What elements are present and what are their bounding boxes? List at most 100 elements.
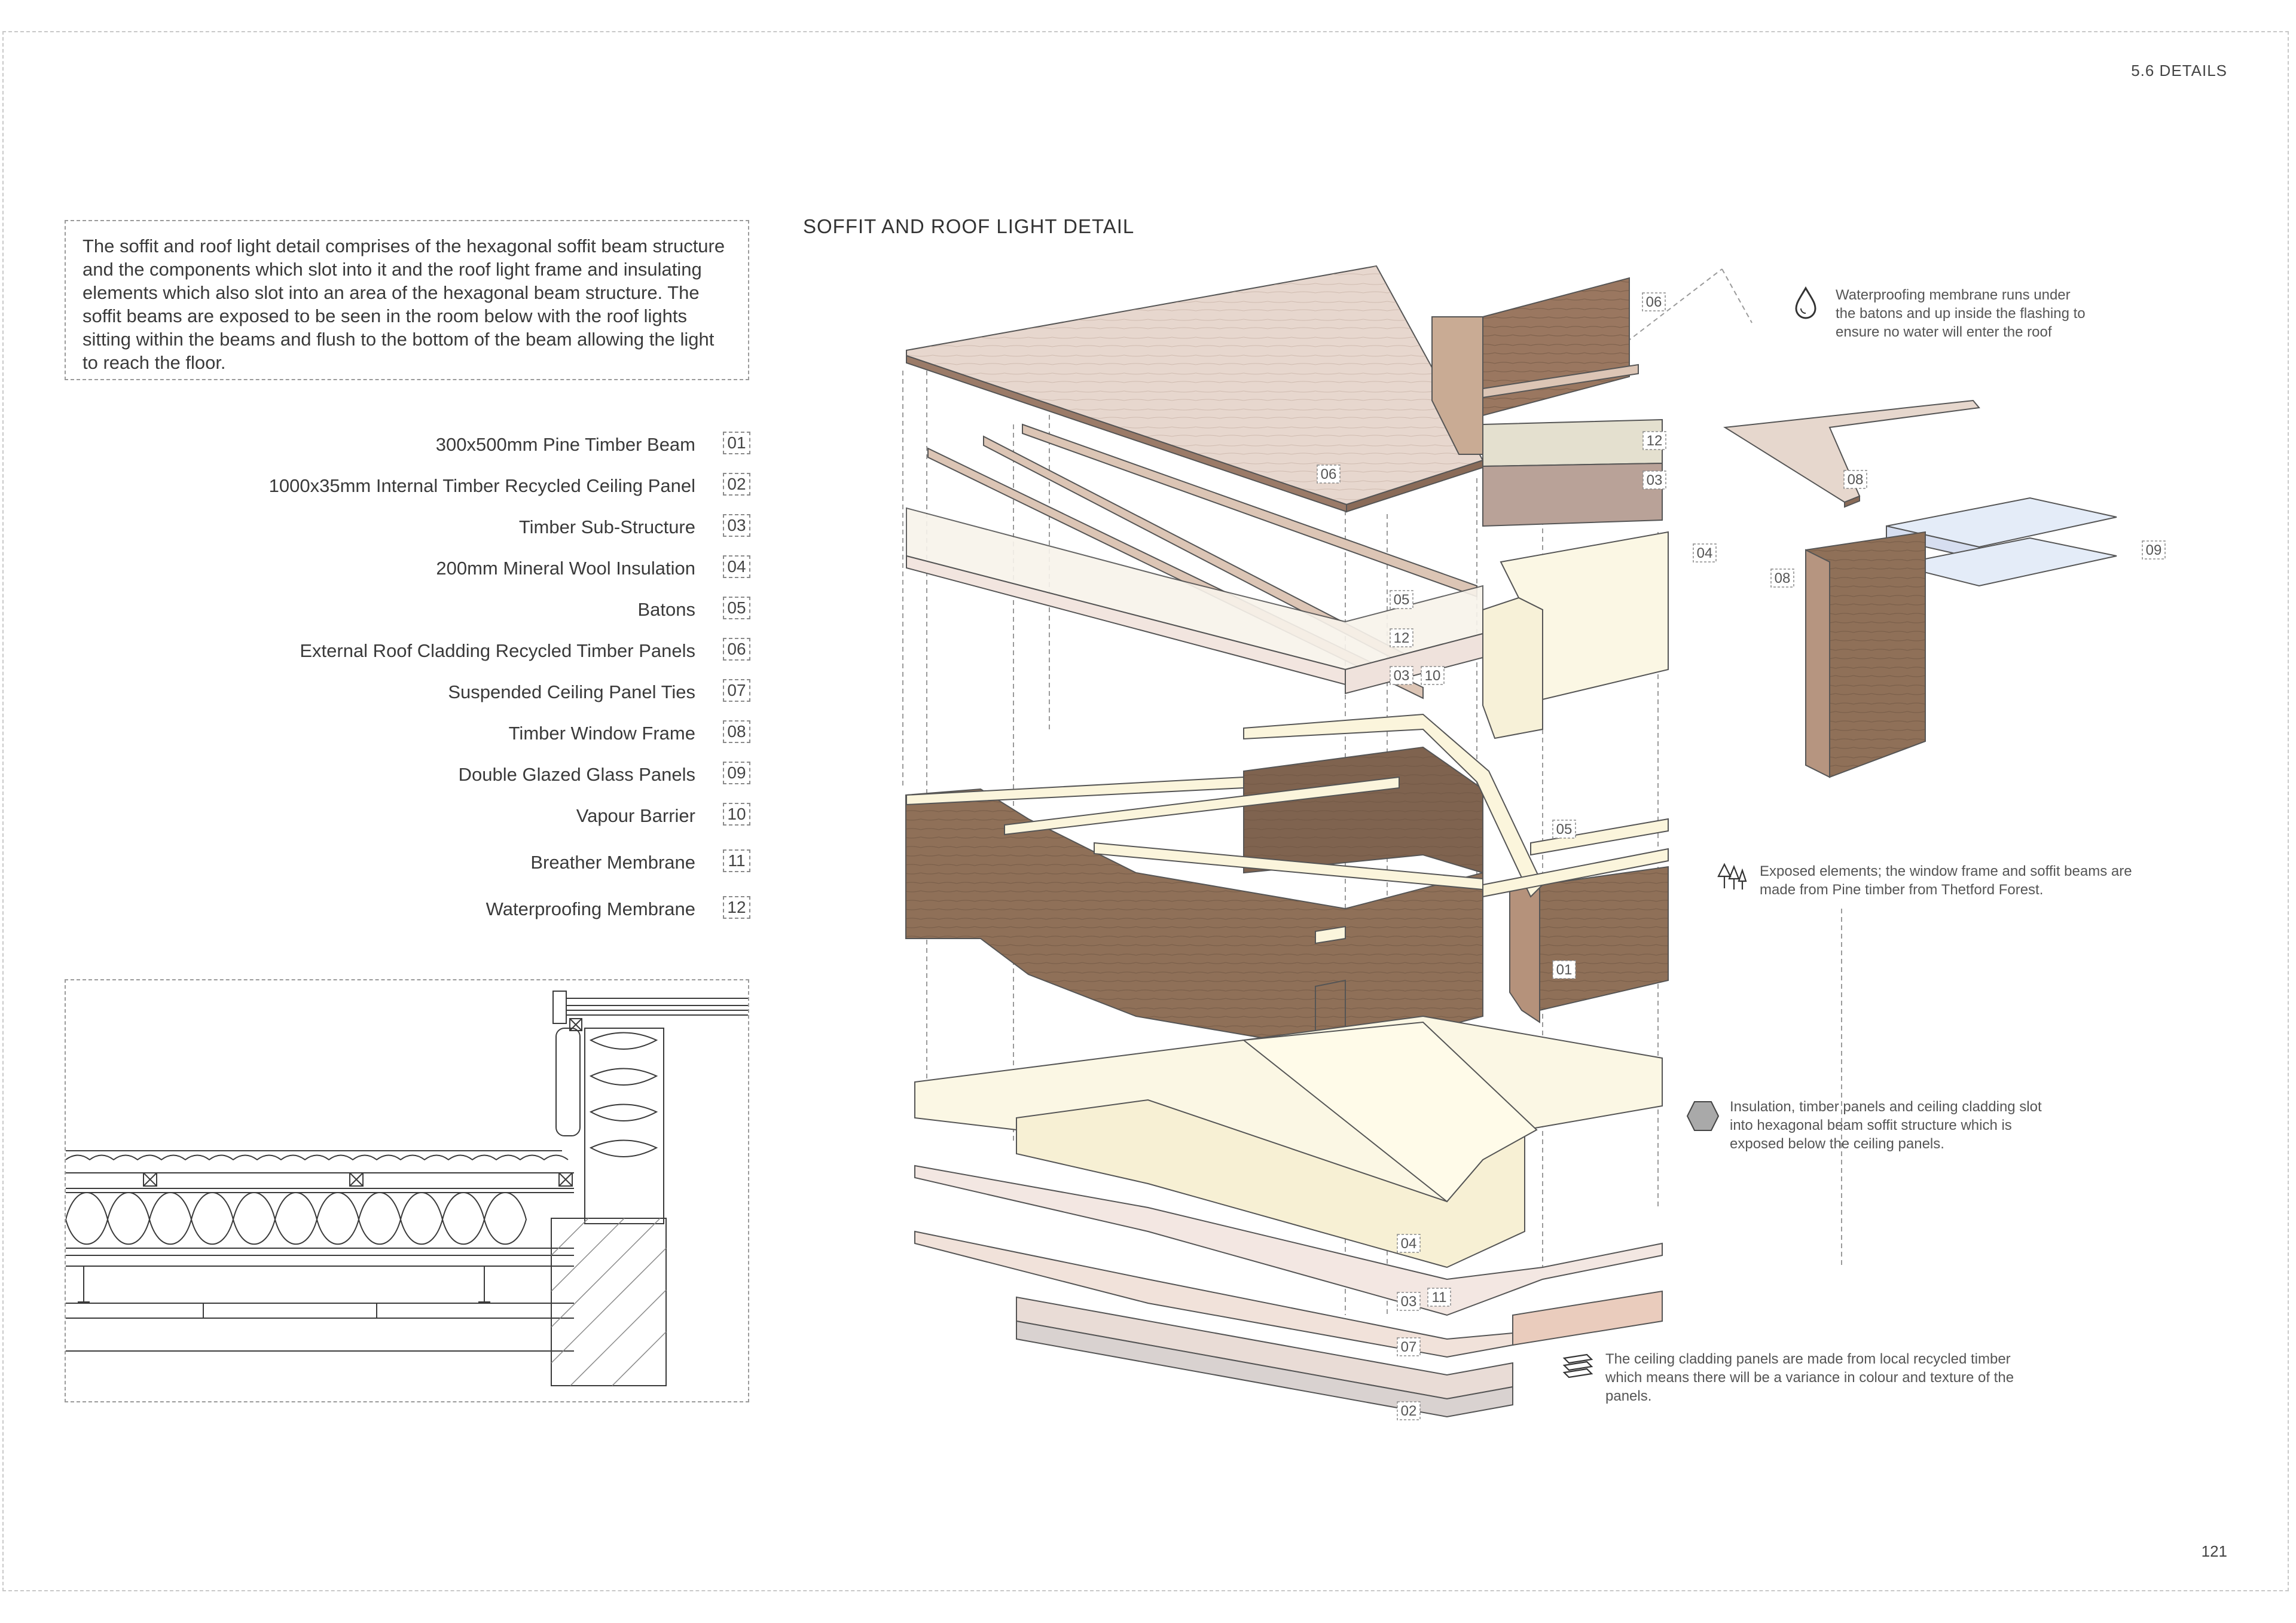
diagram-tag: 05 (1390, 590, 1413, 609)
note-waterproofing: Waterproofing membrane runs under the ba… (1836, 287, 2086, 340)
diagram-tag-label: 03 (1401, 1294, 1417, 1310)
section-drawing-svg (66, 991, 748, 1386)
legend-label: 1000x35mm Internal Timber Recycled Ceili… (268, 475, 695, 496)
legend-number-tag: 08 (723, 720, 750, 743)
legend-item: Batons 05 (120, 595, 750, 637)
legend-item: External Roof Cladding Recycled Timber P… (120, 637, 750, 678)
diagram-tag: 07 (1397, 1337, 1421, 1356)
diagram-tag: 06 (1317, 464, 1341, 484)
cream-batons-grid (906, 713, 1669, 945)
section-label: 5.6 DETAILS (2131, 62, 2227, 80)
legend-label: External Roof Cladding Recycled Timber P… (300, 640, 695, 661)
legend-number-tag: 10 (723, 803, 750, 826)
diagram-tag: 04 (1397, 1234, 1421, 1253)
diagram-tag: 10 (1421, 666, 1445, 685)
legend-label: Batons (637, 599, 695, 620)
diagram-tag-label: 11 (1432, 1289, 1447, 1306)
diagram-tag: 09 (2142, 540, 2166, 560)
diagram-tag: 08 (1770, 568, 1794, 588)
note-cladding: The ceiling cladding panels are made fro… (1605, 1351, 2014, 1404)
legend-number-tag: 05 (723, 597, 750, 619)
tree-icon (1716, 861, 1750, 897)
page-number: 121 (2201, 1542, 2227, 1560)
intro-text: The soffit and roof light detail compris… (83, 236, 725, 373)
legend-number-tag: 06 (723, 638, 750, 661)
diagram-tag-label: 05 (1394, 592, 1410, 608)
diagram-tag-label: 05 (1556, 821, 1573, 838)
window-frame-side (1805, 531, 1926, 778)
note-insulation: Insulation, timber panels and ceiling cl… (1730, 1099, 2042, 1152)
roof-cladding-panel (906, 265, 1484, 513)
legend-label: Suspended Ceiling Panel Ties (448, 681, 695, 702)
diagram-tag: 11 (1427, 1288, 1451, 1307)
diagram-tag-label: 04 (1697, 545, 1713, 561)
mineral-wool-insulation (914, 1015, 1663, 1269)
diagram-tag-label: 07 (1401, 1339, 1417, 1355)
legend-item: 200mm Mineral Wool Insulation 04 (120, 554, 750, 595)
legend-label: 200mm Mineral Wool Insulation (436, 558, 695, 579)
legend-number-tag: 12 (723, 896, 750, 919)
ceiling-panels (914, 1164, 1663, 1418)
hexagon-icon (1686, 1100, 1720, 1135)
waterproofing-membrane (1482, 418, 1663, 527)
window-frame-top (1723, 399, 1980, 508)
legend-number-tag: 11 (723, 849, 750, 872)
window-frame-profile (552, 991, 567, 1024)
note-exposed: Exposed elements; the window frame and s… (1760, 863, 2132, 898)
roof-insulation-loops (66, 1192, 527, 1245)
diagram-tag-label: 01 (1556, 962, 1573, 978)
page-frame (2, 31, 2289, 1591)
legend-item: Timber Sub-Structure 03 (120, 513, 750, 554)
legend-item: Vapour Barrier 10 (120, 802, 750, 848)
diagram-tag-label: 08 (1775, 570, 1791, 586)
diagram-tag-label: 09 (2146, 542, 2162, 558)
diagram-tag: 12 (1642, 431, 1666, 450)
upstand-cladding-board (1431, 277, 1630, 455)
legend-label: Vapour Barrier (576, 805, 695, 826)
legend-item: 1000x35mm Internal Timber Recycled Ceili… (120, 472, 750, 513)
roof-sublayers (906, 507, 1483, 695)
diagram-tag-label: 12 (1394, 630, 1410, 646)
section-drawing (65, 979, 749, 1402)
diagram-tag: 05 (1552, 820, 1576, 839)
diagram-title: SOFFIT AND ROOF LIGHT DETAIL (803, 215, 1135, 237)
water-drop-icon (1793, 286, 1819, 322)
diagram-tag: 02 (1397, 1401, 1421, 1420)
diagram-tag: 06 (1642, 292, 1666, 311)
diagram-tag: 03 (1642, 470, 1666, 490)
exploded-axonometric: 06 06 12 03 04 05 12 03 10 08 08 09 05 01 04 03 11 07 02 (902, 265, 2166, 1420)
diagram-tag: 01 (1552, 960, 1576, 979)
timber-planks-icon (1562, 1352, 1595, 1383)
legend-number-tag: 04 (723, 555, 750, 578)
diagram-tag-label: 06 (1646, 294, 1662, 310)
diagram-tag-label: 06 (1321, 466, 1337, 482)
diagram-tag-label: 10 (1425, 668, 1441, 684)
legend-number-tag: 01 (723, 432, 750, 454)
diagram-tag-label: 02 (1401, 1403, 1417, 1419)
diagram-tag-label: 04 (1401, 1236, 1417, 1252)
diagram-tag-label: 03 (1647, 472, 1663, 488)
diagram-tags: 06 06 12 03 04 05 12 03 10 08 08 09 05 01 04 03 11 07 02 (1317, 292, 2166, 1420)
diagram-tag-label: 03 (1394, 668, 1410, 684)
legend-number-tag: 02 (723, 473, 750, 496)
intro-text-box: The soffit and roof light detail compris… (65, 220, 749, 380)
legend-label: Breather Membrane (530, 852, 695, 873)
upstand-insulation (584, 1028, 664, 1224)
legend-label: Timber Sub-Structure (518, 516, 695, 537)
diagram-tag: 08 (1843, 470, 1867, 489)
legend-item: Waterproofing Membrane 12 (120, 895, 750, 942)
diagram-tag-label: 08 (1848, 472, 1864, 488)
legend-label: Double Glazed Glass Panels (458, 764, 695, 785)
upstand-insulation-block (1482, 531, 1669, 739)
diagram-tag: 03 (1397, 1292, 1421, 1311)
diagram-tag-label: 12 (1647, 433, 1663, 449)
legend-number-tag: 07 (723, 679, 750, 702)
legend-number-tag: 03 (723, 514, 750, 537)
diagram-tag: 12 (1390, 628, 1413, 647)
legend-label: Waterproofing Membrane (486, 898, 695, 919)
legend-number-tag: 09 (723, 762, 750, 784)
diagram-tag: 03 (1390, 666, 1413, 685)
